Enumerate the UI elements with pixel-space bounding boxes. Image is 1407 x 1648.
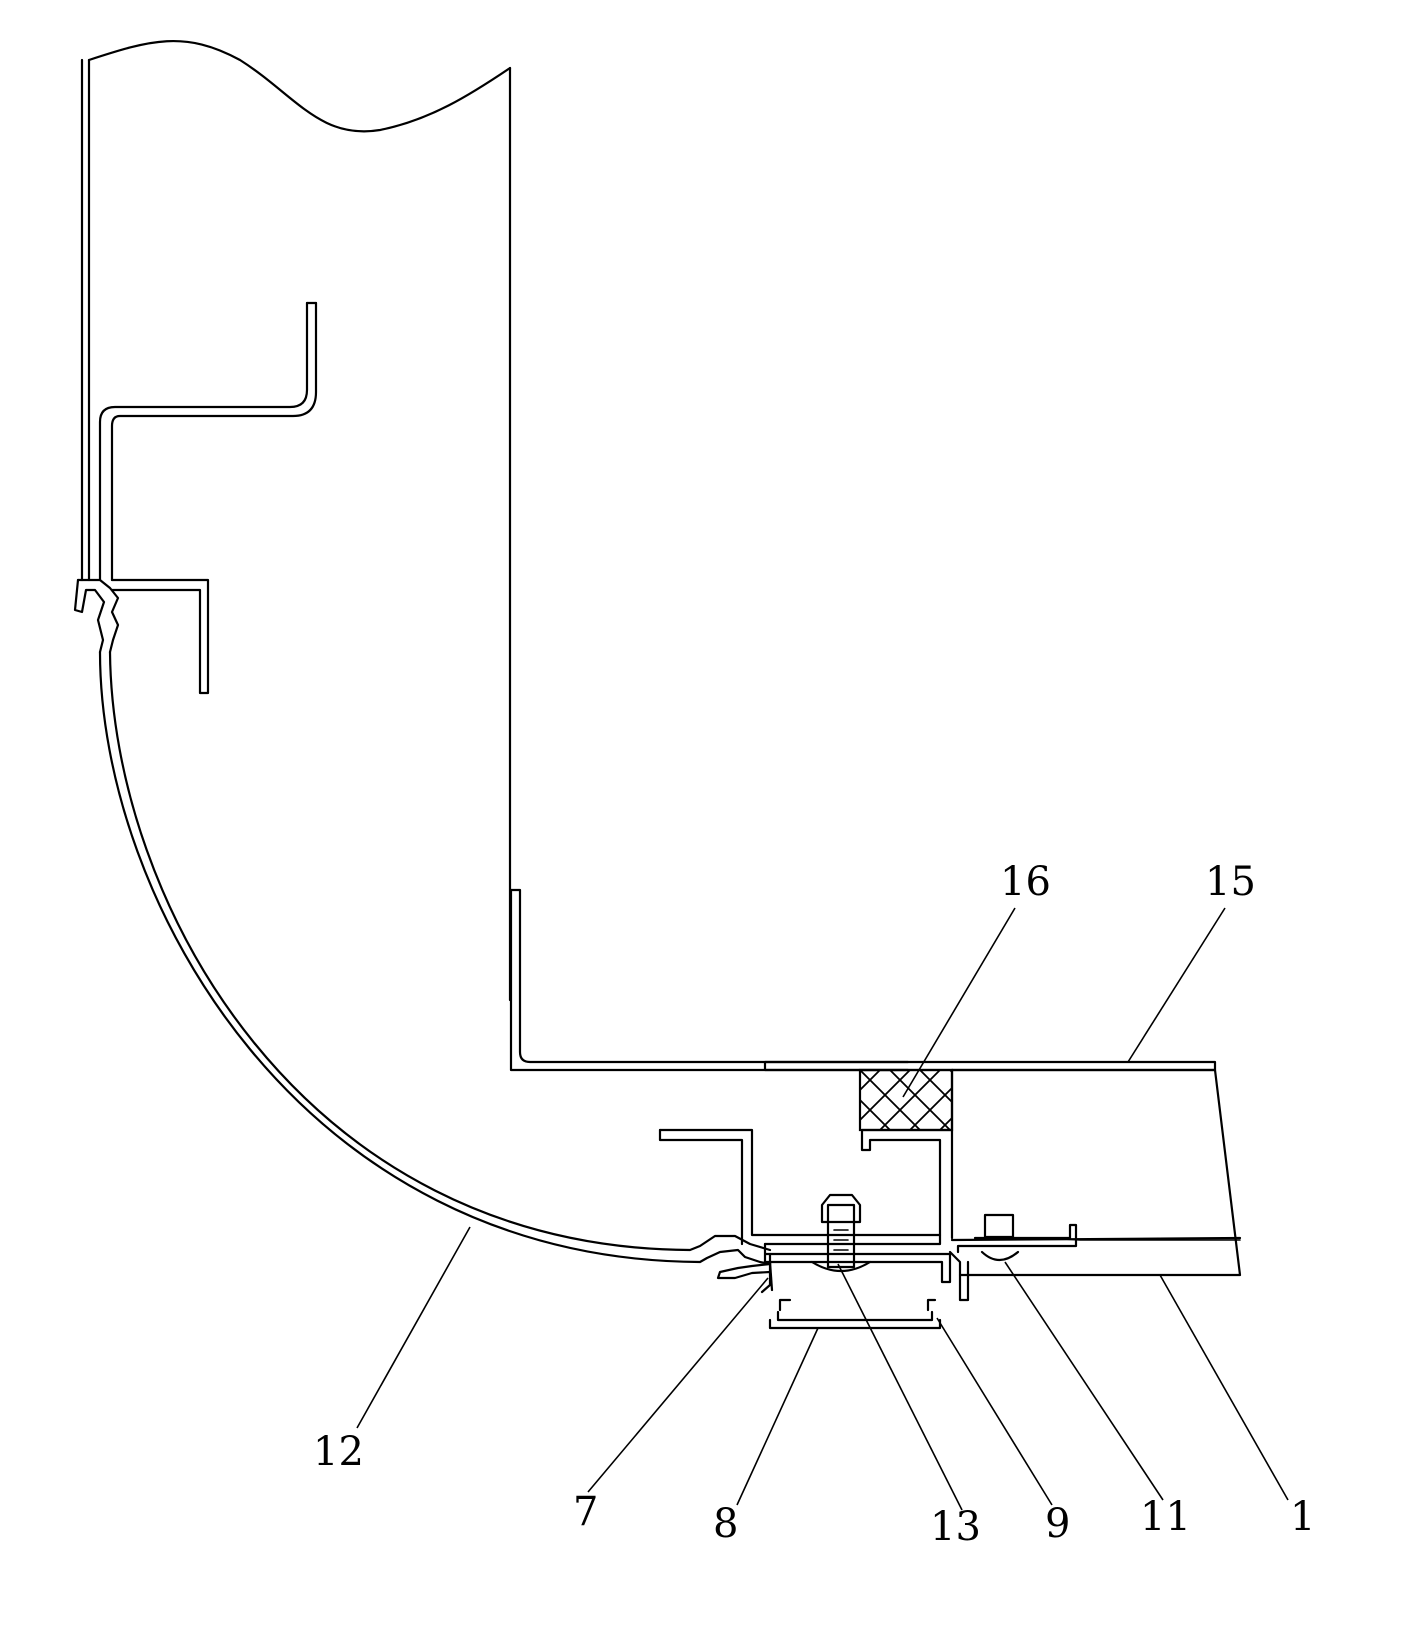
label-8: 8: [713, 1501, 738, 1547]
leader-11: [1005, 1262, 1163, 1500]
label-13: 13: [930, 1504, 981, 1550]
label-11: 11: [1140, 1494, 1191, 1540]
leader-8: [737, 1328, 818, 1505]
label-1: 1: [1290, 1494, 1315, 1540]
top-plate-15: [765, 1062, 1215, 1070]
foam-gasket-16: [860, 1070, 952, 1130]
leader-16: [903, 908, 1015, 1097]
bolt-13: [812, 1195, 870, 1271]
l-angle-bracket: [511, 890, 908, 1070]
cover-strip-8: [770, 1312, 940, 1328]
leader-15: [1128, 908, 1225, 1062]
upper-hook-bracket: [100, 303, 316, 693]
leader-7: [588, 1278, 768, 1492]
leader-13: [838, 1264, 962, 1510]
label-7: 7: [573, 1489, 598, 1535]
upper-panel: [82, 41, 510, 1000]
leader-1: [1160, 1275, 1288, 1500]
leader-9: [937, 1318, 1052, 1505]
main-panel-1: [952, 1070, 1240, 1275]
label-9: 9: [1045, 1501, 1070, 1547]
label-12: 12: [313, 1429, 364, 1475]
label-16: 16: [1000, 859, 1051, 905]
bolt-11: [950, 1215, 1076, 1300]
leader-12: [357, 1227, 470, 1428]
label-15: 15: [1205, 859, 1256, 905]
z-profile-bracket: [660, 1130, 950, 1292]
curved-cover-panel: [75, 580, 770, 1278]
